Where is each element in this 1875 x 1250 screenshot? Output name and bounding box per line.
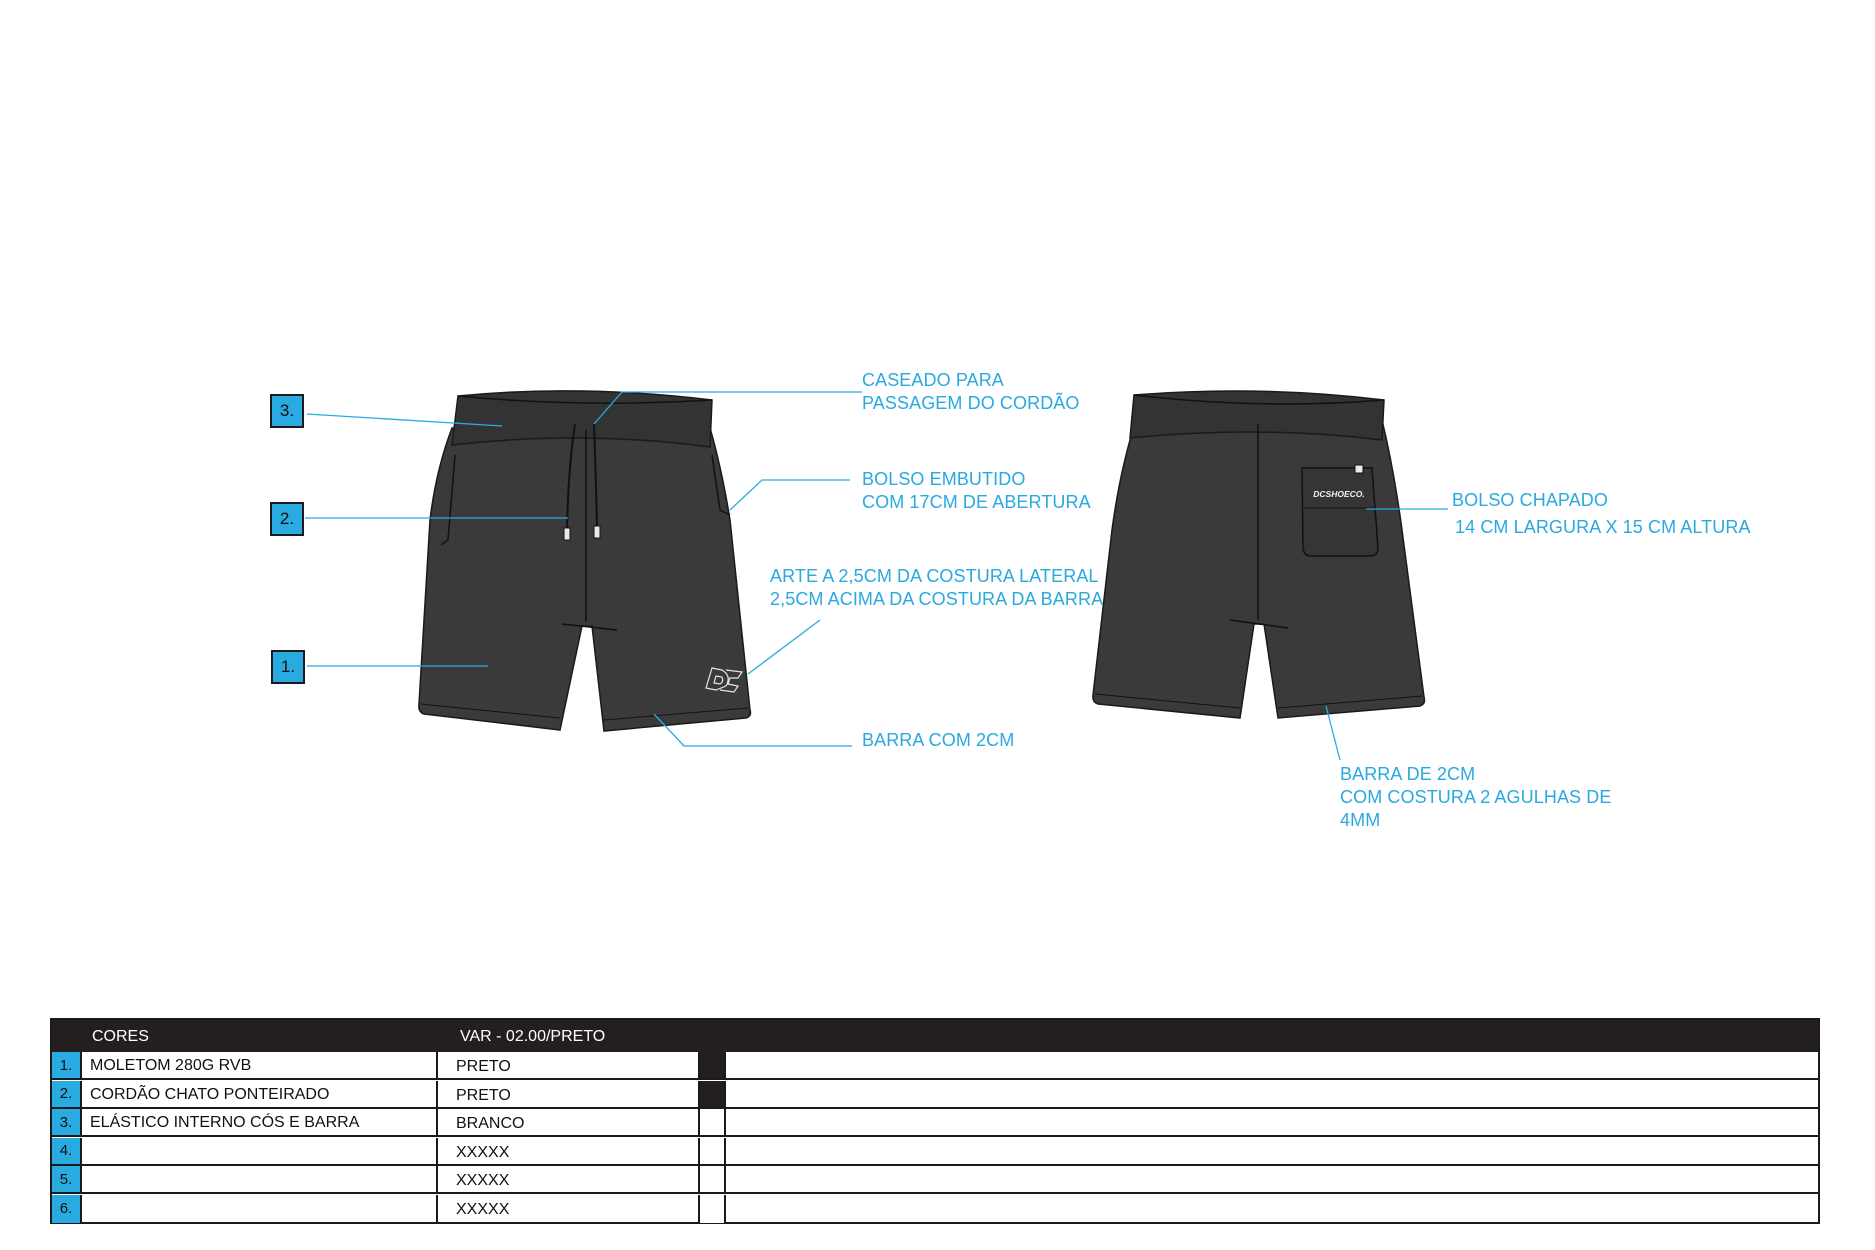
leader-back-hem bbox=[1325, 705, 1341, 761]
leader-waistband bbox=[306, 413, 503, 427]
callout-line: BOLSO CHAPADO bbox=[1452, 490, 1609, 510]
front-waistband bbox=[451, 390, 713, 448]
callout-side-pocket: BOLSO EMBUTIDO COM 17CM DE ABERTURA bbox=[862, 468, 1091, 514]
leader-art bbox=[747, 619, 821, 675]
badge-waistband: 3. bbox=[270, 394, 304, 428]
dc-logo-art bbox=[705, 667, 744, 693]
callout-line: 4MM bbox=[1340, 810, 1381, 830]
aglet-right bbox=[593, 525, 601, 539]
row-number: 5. bbox=[52, 1166, 82, 1192]
row-number: 1. bbox=[52, 1052, 82, 1078]
table-row: 1. MOLETOM 280G RVB PRETO bbox=[52, 1052, 1818, 1080]
callout-line: BARRA DE 2CM bbox=[1340, 764, 1476, 784]
callout-back-hem: BARRA DE 2CM COM COSTURA 2 AGULHAS DE 4M… bbox=[1340, 763, 1611, 832]
row-color: XXXXX bbox=[456, 1172, 510, 1189]
pocket-tab bbox=[1354, 464, 1364, 474]
front-shorts bbox=[418, 390, 752, 732]
color-swatch bbox=[698, 1137, 726, 1164]
callout-line: 2,5CM ACIMA DA COSTURA DA BARRA bbox=[770, 589, 1104, 609]
badge-drawcord: 2. bbox=[270, 502, 304, 536]
column-divider bbox=[436, 1052, 438, 1078]
callout-line: PASSAGEM DO CORDÃO bbox=[862, 393, 1080, 413]
table-row: 5. XXXXX bbox=[52, 1166, 1818, 1194]
back-patch-pocket bbox=[1301, 467, 1379, 557]
leader-side-pocket bbox=[729, 479, 850, 511]
leader-lines bbox=[305, 391, 1448, 761]
badge-fabric: 1. bbox=[271, 650, 305, 684]
callout-line: COM 17CM DE ABERTURA bbox=[862, 492, 1091, 512]
row-color: PRETO bbox=[456, 1058, 511, 1075]
row-material: CORDÃO CHATO PONTEIRADO bbox=[90, 1085, 330, 1103]
leader-buttonhole bbox=[593, 391, 862, 425]
callout-art: ARTE A 2,5CM DA COSTURA LATERAL 2,5CM AC… bbox=[770, 565, 1103, 611]
colors-table: CORES VAR - 02.00/PRETO 1. MOLETOM 280G R… bbox=[50, 1018, 1820, 1224]
row-color: BRANCO bbox=[456, 1115, 525, 1132]
header-variant: VAR - 02.00/PRETO bbox=[460, 1028, 606, 1045]
drawcord-left bbox=[566, 423, 576, 533]
row-number: 2. bbox=[52, 1080, 82, 1107]
callout-line: BARRA COM 2CM bbox=[862, 730, 1015, 750]
column-divider bbox=[436, 1109, 438, 1135]
callout-line: CASEADO PARA bbox=[862, 370, 1004, 390]
column-divider bbox=[436, 1137, 438, 1164]
front-left-pocket bbox=[440, 454, 456, 546]
callout-front-hem: BARRA COM 2CM bbox=[862, 729, 1014, 752]
row-number: 3. bbox=[52, 1109, 82, 1135]
row-number: 6. bbox=[52, 1194, 82, 1223]
callout-line: BOLSO EMBUTIDO bbox=[862, 469, 1026, 489]
front-right-pocket bbox=[711, 454, 731, 516]
row-number: 4. bbox=[52, 1137, 82, 1164]
table-row: 6. XXXXX bbox=[52, 1194, 1818, 1223]
row-material: ELÁSTICO INTERNO CÓS E BARRA bbox=[90, 1114, 360, 1131]
row-material: MOLETOM 280G RVB bbox=[90, 1057, 252, 1074]
row-color: PRETO bbox=[456, 1086, 511, 1104]
table-row: 2. CORDÃO CHATO PONTEIRADO PRETO bbox=[52, 1080, 1818, 1109]
column-divider bbox=[436, 1080, 438, 1107]
callout-line: COM COSTURA 2 AGULHAS DE bbox=[1340, 787, 1612, 807]
callout-buttonhole: CASEADO PARA PASSAGEM DO CORDÃO bbox=[862, 369, 1080, 415]
aglet-left bbox=[563, 527, 571, 541]
back-shorts: DCSHOECO. bbox=[1092, 390, 1426, 719]
table-row: 4. XXXXX bbox=[52, 1137, 1818, 1166]
row-color: XXXXX bbox=[456, 1200, 510, 1218]
color-swatch bbox=[698, 1080, 726, 1107]
color-swatch bbox=[698, 1194, 726, 1223]
color-swatch bbox=[698, 1166, 726, 1192]
header-cores: CORES bbox=[92, 1028, 149, 1045]
drawcord-right bbox=[593, 423, 598, 531]
callout-line: 14 CM LARGURA X 15 CM ALTURA bbox=[1455, 517, 1751, 537]
pocket-logo-text: DCSHOECO. bbox=[1313, 489, 1364, 499]
column-divider bbox=[436, 1194, 438, 1223]
row-color: XXXXX bbox=[456, 1143, 510, 1161]
table-row: 3. ELÁSTICO INTERNO CÓS E BARRA BRANCO bbox=[52, 1109, 1818, 1137]
color-swatch bbox=[698, 1109, 726, 1135]
column-divider bbox=[436, 1166, 438, 1192]
callout-line: ARTE A 2,5CM DA COSTURA LATERAL bbox=[770, 566, 1099, 586]
table-header: CORES VAR - 02.00/PRETO bbox=[52, 1020, 1818, 1052]
color-swatch bbox=[698, 1052, 726, 1078]
leader-front-hem bbox=[653, 713, 852, 747]
front-shorts-body bbox=[418, 427, 752, 732]
callout-patch-pocket: BOLSO CHAPADO 14 CM LARGURA X 15 CM ALTU… bbox=[1452, 489, 1751, 539]
